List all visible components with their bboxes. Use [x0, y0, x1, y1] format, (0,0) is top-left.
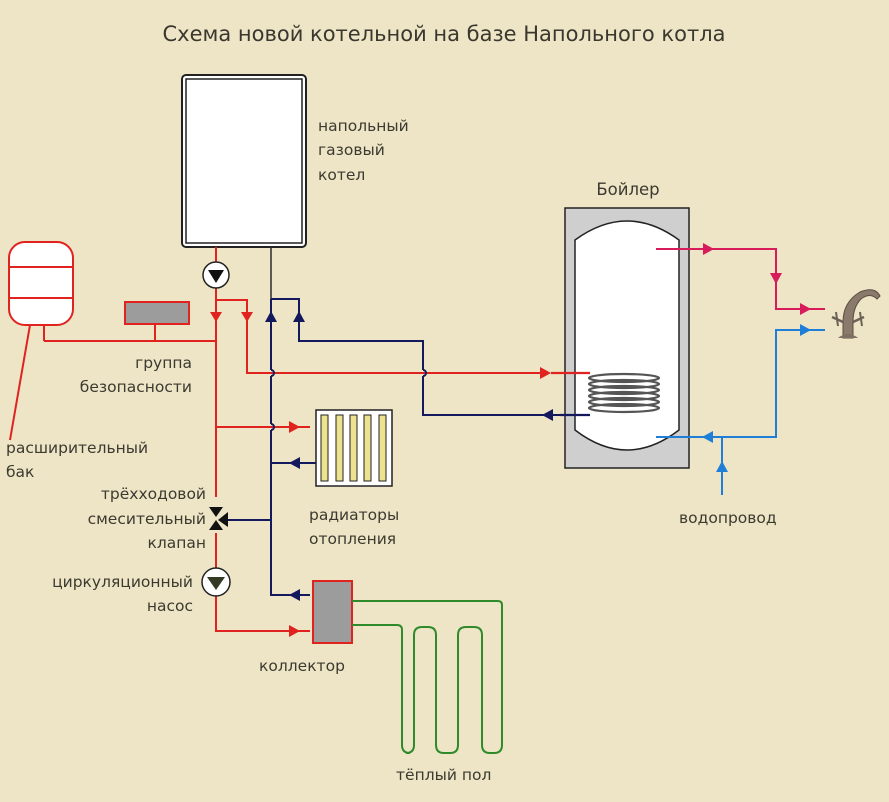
- boiler-pump-icon: [202, 261, 230, 289]
- supply-pipes: [9, 247, 545, 632]
- arrow-right-icon: [289, 625, 300, 637]
- expansion-tank-label-line2: бак: [6, 463, 34, 481]
- arrow-left-icon: [289, 589, 300, 601]
- warm-floor-label: тёплый пол: [396, 766, 491, 784]
- supply-flow-arrows: [210, 312, 551, 637]
- arrow-up-icon: [265, 311, 277, 322]
- arrow-down-icon: [770, 273, 782, 284]
- valve-label-line2: смесительный: [88, 510, 206, 528]
- collector-label: коллектор: [259, 657, 345, 675]
- boiler-label-line3: котел: [318, 166, 365, 184]
- floor-gas-boiler: [181, 74, 307, 248]
- return-flow-arrows: [265, 311, 553, 601]
- water-heater-label: Бойлер: [596, 180, 659, 199]
- water-supply-label: водопровод: [679, 509, 777, 527]
- radiators-label-line2: отопления: [309, 530, 396, 548]
- circulation-pump-icon: [201, 567, 231, 597]
- boiler-label-line1: напольный: [318, 117, 409, 135]
- diagram-title: Схема новой котельной на базе Напольного…: [163, 22, 726, 46]
- arrow-down-icon: [210, 312, 222, 322]
- pump-label-line1: циркуляционный: [52, 573, 193, 591]
- return-pipes: [228, 298, 560, 596]
- valve-label-line1: трёхходовой: [101, 485, 206, 503]
- arrow-right-icon: [800, 303, 811, 315]
- safety-group: [124, 301, 190, 325]
- safety-group-label-line1: группа: [135, 354, 192, 372]
- warm-floor-loop: [352, 600, 503, 754]
- arrow-right-icon: [703, 243, 714, 255]
- three-way-valve-icon: [209, 507, 228, 530]
- valve-label-line3: клапан: [147, 534, 206, 552]
- radiator: [315, 409, 393, 487]
- arrow-up-icon: [716, 461, 728, 472]
- arrow-right-icon: [800, 324, 811, 336]
- hot-water-arrows: [703, 243, 811, 315]
- expansion-tank: [8, 241, 74, 326]
- arrow-left-icon: [289, 457, 300, 469]
- arrow-up-icon: [293, 311, 305, 322]
- cold-water-arrows: [702, 324, 811, 472]
- heat-exchanger-coil: [551, 371, 661, 417]
- collector: [312, 580, 353, 644]
- arrow-right-icon: [540, 367, 551, 379]
- boiler-label-line2: газовый: [318, 141, 385, 159]
- arrow-right-icon: [289, 421, 300, 433]
- arrow-left-icon: [702, 431, 713, 443]
- arrow-down-icon: [241, 312, 253, 322]
- expansion-tank-label-line1: расширительный: [6, 439, 148, 457]
- pump-label-line2: насос: [147, 597, 193, 615]
- water-heater-tank: [564, 207, 690, 469]
- faucet-icon: [831, 289, 881, 339]
- safety-group-label-line2: безопасности: [80, 378, 192, 396]
- radiators-label-line1: радиаторы: [309, 506, 399, 524]
- arrow-left-icon: [542, 409, 553, 421]
